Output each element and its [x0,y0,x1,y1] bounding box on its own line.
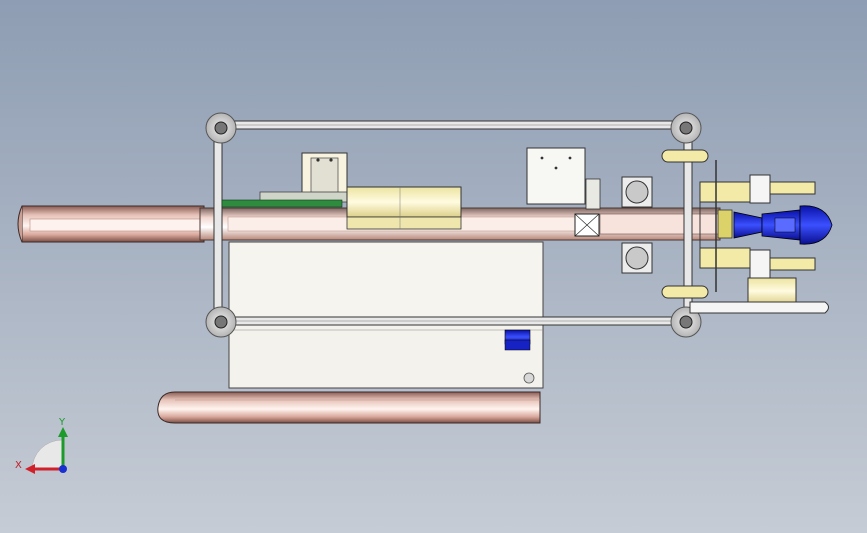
bearing-housing[interactable] [574,178,601,237]
body-icon[interactable] [228,241,544,389]
x-axis-label: X [15,460,22,471]
y-axis-label: Y [58,417,66,428]
clamp-block[interactable] [221,152,351,208]
lower-cylinder[interactable] [157,391,541,424]
wheel-icon [205,112,702,338]
nozzle-icon[interactable] [717,205,833,245]
slider-block[interactable] [346,186,462,230]
drive-assembly[interactable] [621,149,829,314]
pipe-icon[interactable] [17,205,205,243]
control-box[interactable] [526,147,586,205]
axis-triad: Y X [15,417,68,474]
